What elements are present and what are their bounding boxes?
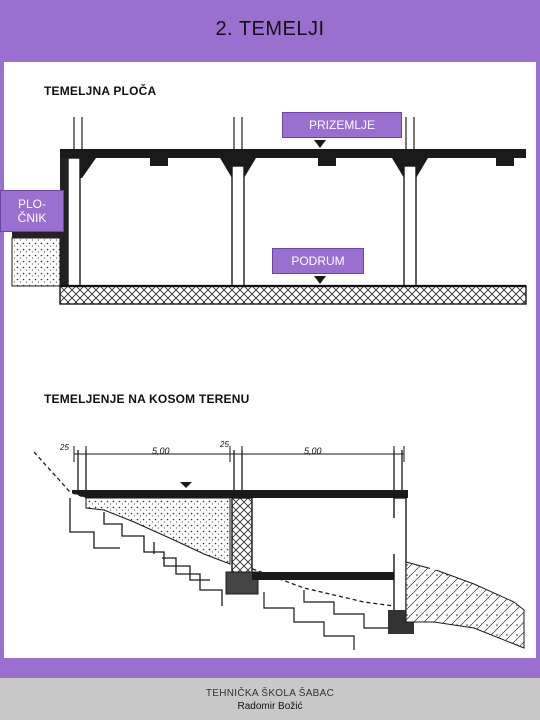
slope-floor-slab — [72, 490, 408, 498]
footer-author: Radomir Božić — [237, 701, 303, 712]
label-podrum: PODRUM — [272, 248, 364, 274]
dim-left-edge: 25 — [60, 443, 69, 452]
mask-block — [132, 214, 200, 248]
heading-temeljna-ploca: TEMELJNA PLOČA — [44, 84, 157, 98]
dim-span-right: 5,00 — [304, 446, 322, 456]
foundation-slab — [59, 285, 527, 305]
terrain — [34, 452, 524, 658]
mask-block — [430, 434, 530, 570]
slab-beams — [62, 158, 514, 178]
sidewalk-plate — [12, 232, 60, 238]
footer: TEHNIČKA ŠKOLA ŠABAC Radomir Božić — [0, 678, 540, 720]
mask-block — [492, 258, 524, 284]
drawing-sheet: TEMELJNA PLOČA — [4, 62, 536, 658]
label-plocnik-line1: PLO- — [17, 197, 46, 211]
level-markers — [314, 140, 326, 284]
sidewalk-soil — [11, 237, 61, 287]
label-prizemlje: PRIZEMLJE — [282, 112, 402, 138]
dim-column: 25 — [220, 440, 229, 449]
dimension-line — [73, 446, 405, 462]
right-wall — [393, 497, 407, 627]
mask-block — [260, 518, 396, 554]
lower-stairs — [263, 590, 388, 650]
footer-school: TEHNIČKA ŠKOLA ŠABAC — [205, 688, 335, 699]
ground-floor-slab — [60, 149, 526, 158]
foundation-drawings — [11, 117, 530, 658]
middle-footing-base — [225, 571, 259, 595]
soil-right — [405, 561, 525, 649]
heading-kosi-teren: TEMELJENJE NA KOSOM TERENU — [44, 392, 250, 406]
bottom-walls — [77, 450, 403, 490]
upper-columns — [73, 117, 415, 154]
fill-soil-left — [85, 497, 231, 565]
label-plocnik-line2: ČNIK — [17, 211, 47, 225]
label-plocnik: PLO- ČNIK — [0, 190, 64, 232]
dim-span-left: 5,00 — [152, 446, 170, 456]
basement-floor-right — [252, 572, 394, 580]
outer-wall — [60, 158, 68, 288]
mask-block — [122, 554, 162, 580]
slide-title: 2. TEMELJI — [215, 18, 325, 40]
